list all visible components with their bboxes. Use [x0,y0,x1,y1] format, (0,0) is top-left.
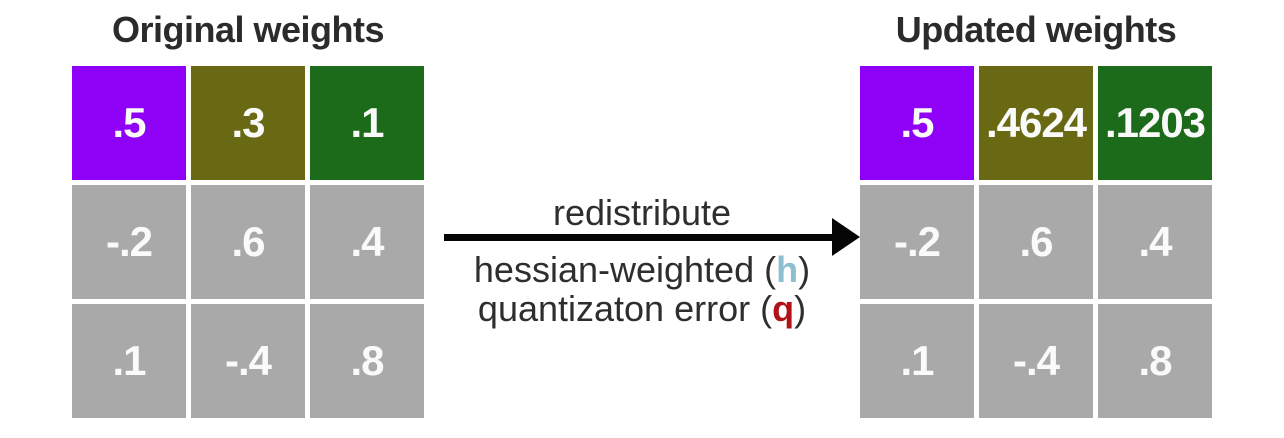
updated-cell-r2c3: .4 [1098,185,1212,299]
updated-cell-r2c1: -.2 [860,185,974,299]
original-cell-r3c2: -.4 [191,304,305,418]
original-cell-r2c3: .4 [310,185,424,299]
hessian-label-suffix: ) [798,249,811,290]
updated-weights-title: Updated weights [895,9,1177,50]
quantization-error-label: quantizaton error (q) [424,288,860,329]
hessian-var-h: h [776,249,799,290]
arrow-shaft [444,234,834,241]
original-weights-title: Original weights [111,9,385,50]
transform-annotation: redistribute hessian-weighted (h) quanti… [424,0,860,438]
hessian-label-prefix: hessian-weighted ( [473,249,777,290]
original-cell-r1c3: .1 [310,66,424,180]
redistribute-label: redistribute [552,192,732,233]
original-weights-panel: Original weights .5 .3 .1 -.2 .6 .4 .1 -… [72,0,424,438]
arrow-right-icon [832,218,860,256]
updated-cell-r1c3: .1203 [1098,66,1212,180]
quant-label-prefix: quantizaton error ( [477,288,773,329]
updated-cell-r1c1: .5 [860,66,974,180]
updated-cell-r2c2: .6 [979,185,1093,299]
original-cell-r1c2: .3 [191,66,305,180]
original-cell-r2c1: -.2 [72,185,186,299]
updated-weights-grid: .5 .4624 .1203 -.2 .6 .4 .1 -.4 .8 [860,66,1212,418]
original-cell-r1c1: .5 [72,66,186,180]
updated-cell-r3c1: .1 [860,304,974,418]
quant-label-suffix: ) [794,288,807,329]
hessian-weighted-label: hessian-weighted (h) [424,249,860,290]
original-cell-r2c2: .6 [191,185,305,299]
updated-weights-panel: Updated weights .5 .4624 .1203 -.2 .6 .4… [860,0,1212,438]
updated-cell-r3c2: -.4 [979,304,1093,418]
original-cell-r3c1: .1 [72,304,186,418]
original-weights-grid: .5 .3 .1 -.2 .6 .4 .1 -.4 .8 [72,66,424,418]
original-cell-r3c3: .8 [310,304,424,418]
updated-cell-r3c3: .8 [1098,304,1212,418]
quant-var-q: q [772,288,795,329]
updated-cell-r1c2: .4624 [979,66,1093,180]
